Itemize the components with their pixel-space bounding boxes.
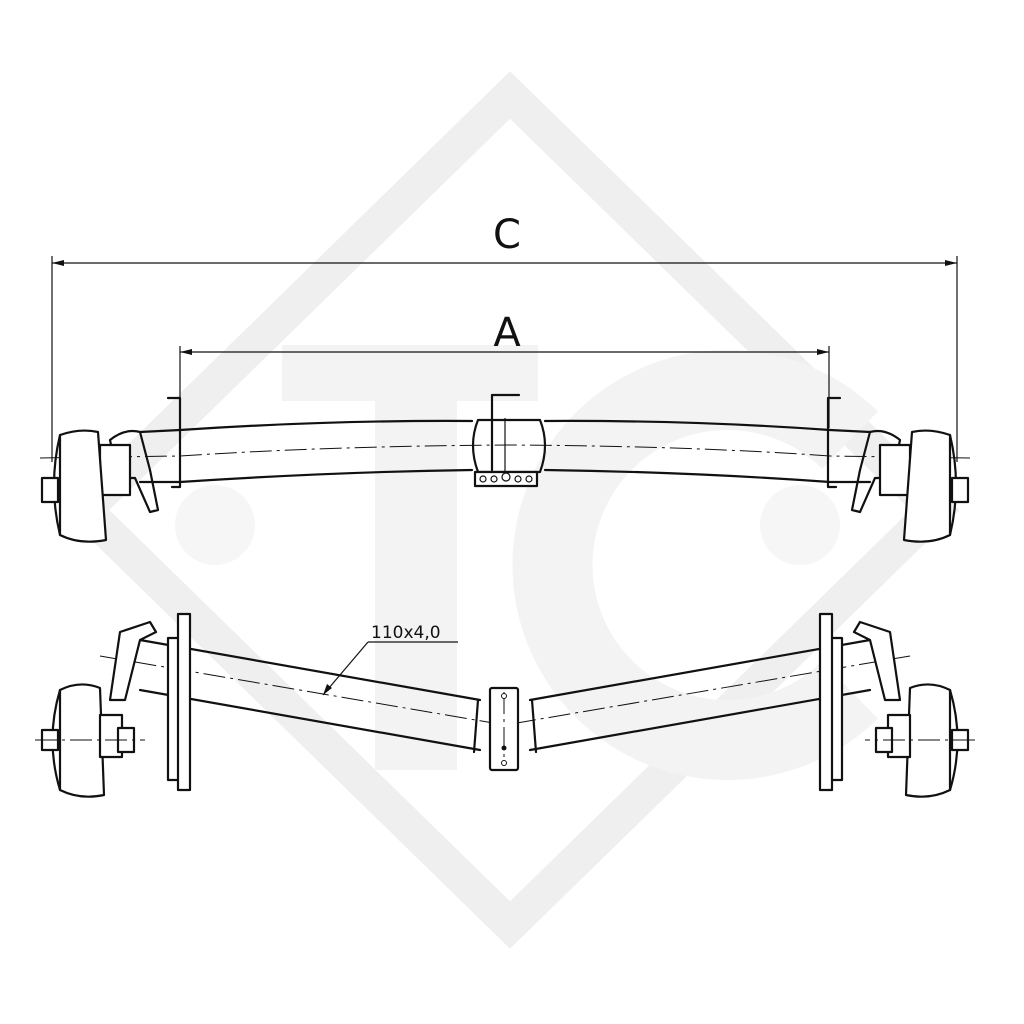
- wheel-left-top: [40, 429, 160, 543]
- axle-front-view: 110x4,0: [35, 612, 975, 798]
- tube-spec-callout: 110x4,0: [322, 623, 458, 696]
- dimension-a-label: A: [493, 310, 521, 356]
- dimension-c-label: C: [493, 212, 521, 258]
- watermark-logo: [60, 71, 960, 949]
- axle-top-view: [39, 393, 971, 543]
- dimension-a: A: [179, 310, 830, 428]
- wheel-right-top: [850, 429, 970, 543]
- wheel-right-front: [852, 620, 975, 798]
- tube-spec-label: 110x4,0: [371, 623, 441, 643]
- wheel-left-front: [35, 620, 158, 798]
- dimension-c: C: [51, 212, 958, 462]
